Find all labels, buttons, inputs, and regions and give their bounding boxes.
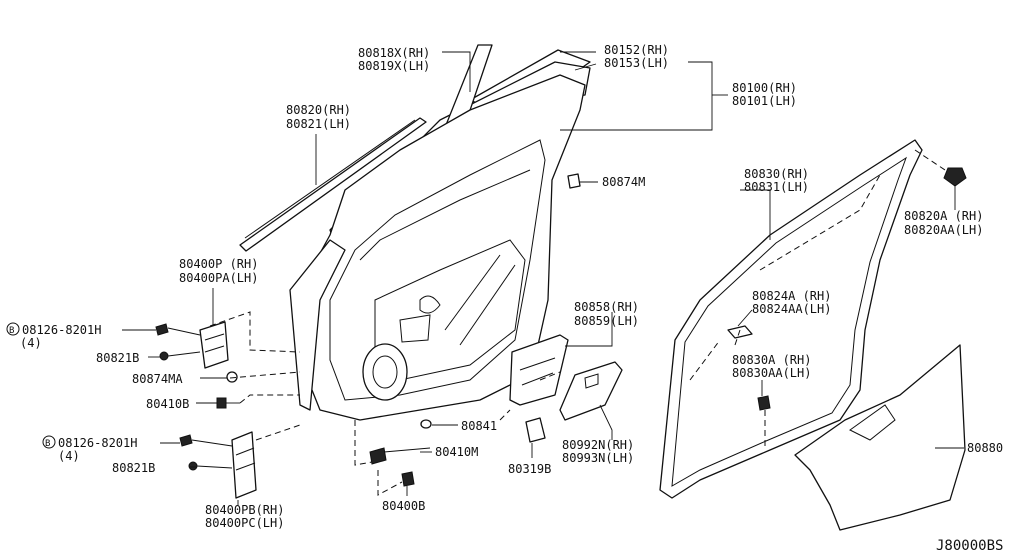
bolt-80410m	[369, 447, 387, 465]
label-80100: 80100(RH)	[732, 81, 797, 95]
bolt-marker-icon-bottom	[42, 435, 56, 449]
label-80400p: 80400P (RH)	[179, 257, 258, 271]
label-80993n: 80993N(LH)	[562, 451, 634, 465]
label-80153: 80153(LH)	[604, 56, 669, 70]
part-labels: 80818X(RH) 80819X(LH) 80152(RH) 80153(LH…	[6, 43, 1003, 554]
speaker-hole	[362, 343, 408, 401]
assembly-guides	[209, 149, 946, 496]
label-80101: 80101(LH)	[732, 94, 797, 108]
label-80410b: 80410B	[146, 397, 189, 411]
sealing-screen	[794, 344, 966, 531]
label-80152: 80152(RH)	[604, 43, 669, 57]
clip-80824a	[727, 325, 753, 339]
label-80821: 80821(LH)	[286, 117, 351, 131]
label-80820a: 80820A (RH)	[904, 209, 983, 223]
label-80819x: 80819X(LH)	[358, 59, 430, 73]
label-80400pa: 80400PA(LH)	[179, 271, 258, 285]
weatherstrip	[659, 139, 923, 499]
door-outer-skin	[289, 239, 346, 411]
label-80319b: 80319B	[508, 462, 551, 476]
bolt-80410b	[216, 397, 227, 409]
label-80824aa: 80824AA(LH)	[752, 302, 831, 316]
label-bolt-top-qty: (4)	[20, 336, 42, 350]
lower-hinge	[179, 431, 257, 499]
upper-hinge	[155, 321, 229, 369]
label-80858: 80858(RH)	[574, 300, 639, 314]
label-bolt-top: 08126-8201H	[22, 323, 101, 337]
label-80820aa: 80820AA(LH)	[904, 223, 983, 237]
diagram-ref-code: J80000BS	[936, 538, 1003, 554]
bolt-80400b	[401, 471, 415, 487]
label-80400b: 80400B	[382, 499, 425, 513]
label-80831: 80831(LH)	[744, 180, 809, 194]
label-80830aa: 80830AA(LH)	[732, 366, 811, 380]
label-80821b-top: 80821B	[96, 351, 139, 365]
plug-80841	[420, 419, 432, 429]
clip-80830a	[757, 395, 771, 411]
clip-80820a	[943, 167, 967, 187]
bolt-marker-icon-top	[6, 322, 20, 336]
label-80820: 80820(RH)	[286, 103, 351, 117]
label-80830a: 80830A (RH)	[732, 353, 811, 367]
label-80880: 80880	[967, 441, 1003, 455]
label-bolt-bottom-qty: (4)	[58, 449, 80, 463]
label-80410m: 80410M	[435, 445, 478, 459]
label-80874m: 80874M	[602, 175, 645, 189]
door-shell-frame	[299, 74, 586, 421]
label-80859: 80859(LH)	[574, 314, 639, 328]
door-sash-assembly	[239, 44, 591, 421]
cover-80992n	[559, 361, 623, 421]
bracket-80319b	[525, 417, 546, 443]
belt-moulding	[239, 117, 427, 252]
label-80400pb: 80400PB(RH)	[205, 503, 284, 517]
leader-lines	[122, 51, 964, 505]
label-80830: 80830(RH)	[744, 167, 809, 181]
label-80824a: 80824A (RH)	[752, 289, 831, 303]
bolt-marker-bottom: B	[45, 439, 50, 449]
grommet-80874ma	[226, 371, 238, 383]
label-80992n: 80992N(RH)	[562, 438, 634, 452]
label-80874ma: 80874MA	[132, 372, 183, 386]
label-80400pc: 80400PC(LH)	[205, 516, 284, 530]
label-80821b-bottom: 80821B	[112, 461, 155, 475]
label-80841: 80841	[461, 419, 497, 433]
label-80818x: 80818X(RH)	[358, 46, 430, 60]
bolt-marker-top: B	[9, 326, 14, 336]
label-bolt-bottom: 08126-8201H	[58, 436, 137, 450]
bracket-80858	[509, 334, 569, 406]
clip-80874m	[567, 173, 581, 189]
